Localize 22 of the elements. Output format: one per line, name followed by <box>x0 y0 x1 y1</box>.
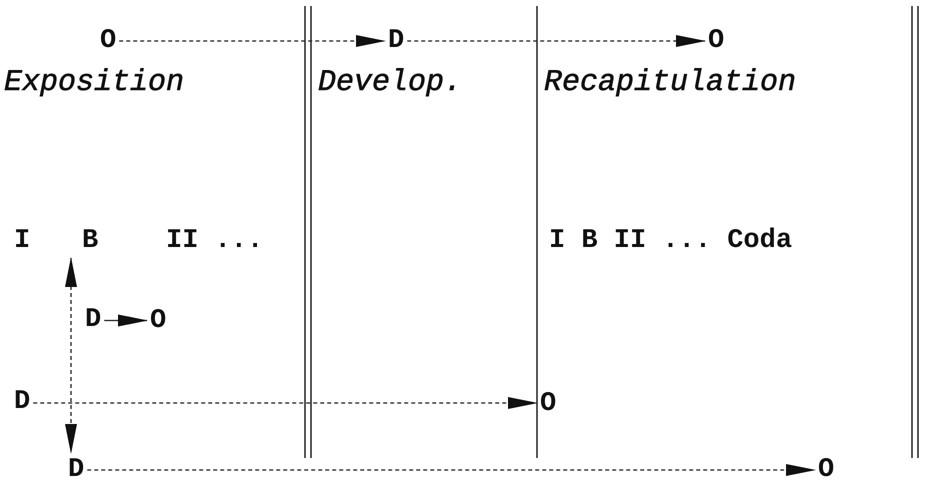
arrow <box>65 257 77 454</box>
section-heading: Develop. <box>318 68 462 98</box>
arrow <box>119 35 386 47</box>
arrow <box>104 314 148 326</box>
arrow <box>33 397 538 409</box>
key-letter: D <box>85 305 102 335</box>
section-heading: Recapitulation <box>544 68 796 98</box>
arrow <box>87 464 816 476</box>
key-letter: O <box>100 26 116 56</box>
section-heading: Exposition <box>4 68 184 98</box>
theme-label: II ... <box>166 226 264 256</box>
key-letter: D <box>14 387 30 417</box>
key-letter: O <box>708 26 724 56</box>
key-letter: D <box>68 455 84 482</box>
arrow <box>407 35 706 47</box>
key-letter: O <box>818 455 834 482</box>
key-letter: B <box>82 226 98 256</box>
key-letter: O <box>540 389 556 419</box>
theme-label: I <box>14 226 30 256</box>
key-letter: D <box>388 26 404 56</box>
key-letter: O <box>150 306 166 336</box>
theme-sequence-label: I B II ... Coda <box>549 226 792 256</box>
